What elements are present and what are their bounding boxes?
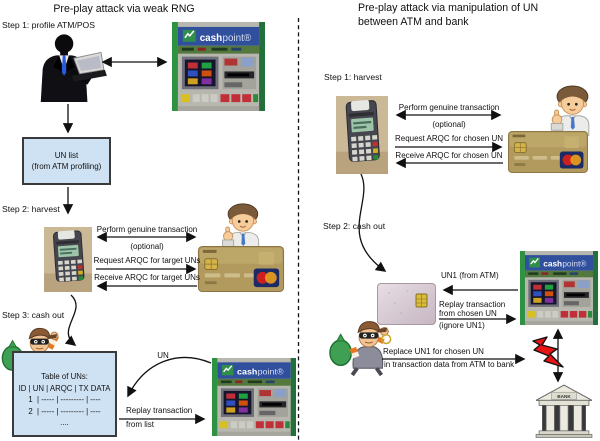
atm-brand-rest: point® — [562, 260, 586, 269]
left-replay-line1: Replay transaction — [126, 406, 193, 415]
right-replay-line1: Replay transaction — [439, 300, 506, 309]
un-table-header: ID | UN | ARQC | TX DATA — [18, 383, 111, 393]
bank-label: BANK — [557, 394, 571, 399]
right-title-line2: between ATM and bank — [358, 16, 469, 28]
un-table-ellipsis: .... — [60, 418, 69, 428]
right-msg-request-arqc: Request ARQC for chosen UN — [394, 134, 504, 143]
atm-brand-bold: cash — [543, 260, 562, 269]
left-msg-perform: Perform genuine transaction — [96, 225, 198, 234]
right-step2-label: Step 2: cash out — [323, 221, 386, 231]
left-step3-label: Step 3: cash out — [2, 310, 65, 320]
left-msg-optional: (optional) — [130, 242, 164, 251]
right-msg-receive-arqc: Receive ARQC for chosen UN — [395, 151, 503, 160]
atm-brand-rest: point® — [222, 33, 251, 44]
pos-terminal-photo-right — [336, 96, 388, 174]
left-un-label: UN — [157, 351, 169, 360]
right-replace-line2: in transaction data from ATM to bank — [384, 360, 515, 369]
left-title: Pre-play attack via weak RNG — [53, 3, 195, 15]
un-table-title: Table of UNs: — [41, 372, 88, 381]
cardholder-cartoon-right — [543, 84, 600, 137]
right-replace-line1: Replace UN1 for chosen UN — [383, 347, 484, 356]
arrow-pos-to-card — [358, 173, 387, 272]
atm-photo-right: cash point® — [520, 251, 598, 325]
un-table-row1: 1 | ----- | --------- | ---- — [28, 395, 101, 405]
bank-building-icon: BANK — [534, 383, 594, 438]
arrow-pos-to-table — [64, 294, 77, 346]
burglar-cartoon-right — [328, 310, 396, 377]
left-step2-label: Step 2: harvest — [2, 204, 60, 214]
left-step1-label: Step 1: profile ATM/POS — [2, 20, 95, 30]
gold-card-right — [508, 131, 588, 173]
right-step1-label: Step 1: harvest — [324, 72, 382, 82]
left-replay-line2: from list — [126, 420, 154, 429]
un-table-box: Table of UNs: ID | UN | ARQC | TX DATA 1… — [12, 351, 117, 437]
atm-photo-top-left: cash point® — [172, 22, 265, 111]
blank-card — [377, 283, 436, 325]
right-replay-line3: (ignore UN1) — [439, 321, 485, 330]
left-msg-request-arqc: Request ARQC for target UNs — [93, 256, 201, 265]
un-list-line2: (from ATM profiling) — [31, 162, 102, 171]
right-msg-perform: Perform genuine transaction — [398, 103, 500, 112]
right-msg-optional: (optional) — [432, 120, 466, 129]
left-msg-receive-arqc: Receive ARQC for target UNs — [94, 273, 200, 282]
gold-card-left — [197, 246, 285, 292]
atm-brand-bold: cash — [200, 33, 223, 44]
un-list-line1: UN list — [54, 151, 79, 160]
atm-photo-bottom-left: cash point® — [212, 358, 296, 436]
right-un1-label: UN1 (from ATM) — [441, 271, 499, 280]
hacker-silhouette-icon — [26, 32, 108, 102]
un-table-row2: 2 | ----- | --------- | ---- — [28, 406, 101, 416]
pos-terminal-photo-left — [44, 227, 92, 292]
arrow-un-from-atm — [127, 356, 212, 398]
un-list-box: UN list (from ATM profiling) — [22, 137, 111, 185]
lightning-bolt-icon — [529, 336, 564, 375]
atm-brand-rest: point® — [258, 367, 284, 377]
right-title-line1: Pre-play attack via manipulation of UN — [358, 2, 539, 14]
atm-brand-bold: cash — [237, 367, 257, 377]
right-replay-line2: from chosen UN — [439, 309, 497, 318]
